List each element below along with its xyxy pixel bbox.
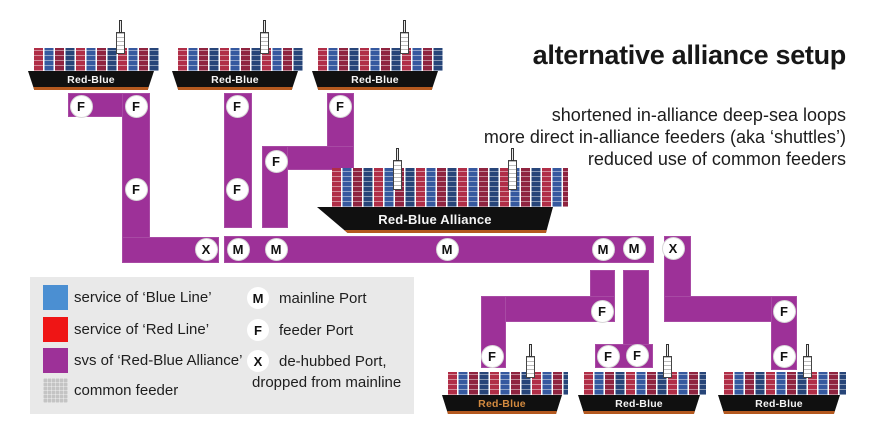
container-stack xyxy=(724,372,846,395)
dehubbed-port-marker-1: X xyxy=(194,237,218,261)
crane-icon xyxy=(392,148,402,190)
feeder-port-marker-7: F xyxy=(264,149,288,173)
legend-label-blue-line: service of ‘Blue Line’ xyxy=(74,289,212,306)
container-stack xyxy=(332,168,568,207)
feeder-port-marker-12: F xyxy=(772,299,796,323)
feeder-port-marker-10: F xyxy=(596,344,620,368)
ship-hull: Red-Blue xyxy=(718,395,840,414)
feeder-port-marker-3: F xyxy=(124,177,148,201)
ship-hull: Red-Blue xyxy=(28,71,154,90)
container-stack xyxy=(34,48,160,71)
ship-bottom-1: Red-Blue xyxy=(442,344,568,414)
legend-label-red-line: service of ‘Red Line’ xyxy=(74,321,210,338)
ship-label: Red-Blue xyxy=(615,397,663,410)
legend-feeder-port-icon: F xyxy=(247,319,269,341)
feeder-port-marker-9: F xyxy=(480,344,504,368)
legend-label-dehubbed-port: de-hubbed Port, xyxy=(279,353,387,370)
crane-icon xyxy=(260,20,270,54)
mainline-port-marker-3: M xyxy=(435,237,459,261)
ship-bottom-3: Red-Blue xyxy=(718,344,846,414)
legend-swatch-red-line xyxy=(43,317,68,342)
legend-swatch-common-feeder xyxy=(43,378,68,403)
feeder-port-marker-1: F xyxy=(69,94,93,118)
legend-swatch-alliance xyxy=(43,348,68,373)
feeder-port-marker-11: F xyxy=(625,343,649,367)
feeder-port-marker-2: F xyxy=(124,94,148,118)
crane-icon xyxy=(400,20,410,54)
mainline-port-marker-1: M xyxy=(226,237,250,261)
ship-label: Red-Blue xyxy=(351,73,399,86)
crane-icon xyxy=(526,344,535,378)
ship-label: Red-Blue xyxy=(67,73,115,86)
legend-label-common-feeder: common feeder xyxy=(74,382,179,399)
ship-top-2: Red-Blue xyxy=(172,20,304,90)
legend-dehubbed-port-icon: X xyxy=(247,350,269,372)
ship-bottom-2: Red-Blue xyxy=(578,344,706,414)
feeder-port-marker-8: F xyxy=(590,299,614,323)
ship-top-3: Red-Blue xyxy=(312,20,444,90)
legend-label-mainline-port: mainline Port xyxy=(279,290,367,307)
container-stack xyxy=(584,372,706,395)
container-stack xyxy=(318,48,444,71)
subtitle-line-3: reduced use of common feeders xyxy=(587,149,846,169)
subtitle-line-1: shortened in-alliance deep-sea loops xyxy=(551,105,846,125)
ship-top-1: Red-Blue xyxy=(28,20,160,90)
page-title: alternative alliance setup xyxy=(532,40,847,70)
legend-label-alliance: svs of ‘Red-Blue Alliance’ xyxy=(74,352,243,369)
ship-hull: Red-Blue xyxy=(578,395,700,414)
crane-icon xyxy=(803,344,813,378)
legend-label-feeder-port: feeder Port xyxy=(279,322,354,339)
subtitle-block: shortened in-alliance deep-sea loops mor… xyxy=(484,104,846,170)
feeder-port-marker-5: F xyxy=(225,177,249,201)
legend-panel: service of ‘Blue Line’ service of ‘Red L… xyxy=(30,277,414,414)
feeder-port-marker-6: F xyxy=(328,94,352,118)
subtitle-line-2: more direct in-alliance feeders (aka ‘sh… xyxy=(483,127,846,147)
ship-alliance: Red-Blue Alliance xyxy=(317,148,568,233)
container-stack xyxy=(178,48,304,71)
dehubbed-port-marker-2: X xyxy=(661,236,685,260)
container-stack xyxy=(448,372,568,395)
feeder-port-marker-13: F xyxy=(772,344,796,368)
ship-label: Red-Blue Alliance xyxy=(378,211,492,227)
ship-label: Red-Blue xyxy=(211,73,259,86)
legend-swatch-blue-line xyxy=(43,285,68,310)
ship-hull: Red-Blue xyxy=(312,71,438,90)
legend-note-dropped-from-mainline: dropped from mainline xyxy=(252,374,402,391)
ship-hull: Red-Blue xyxy=(172,71,298,90)
ship-hull: Red-Blue Alliance xyxy=(317,207,553,233)
feeder-port-marker-4: F xyxy=(225,94,249,118)
legend-mainline-port-icon: M xyxy=(247,287,269,309)
mainline-port-marker-5: M xyxy=(622,236,646,260)
crane-icon xyxy=(116,20,126,54)
ship-hull: Red-Blue xyxy=(442,395,562,414)
ship-label: Red-Blue xyxy=(755,397,803,410)
mainline-port-marker-4: M xyxy=(591,237,615,261)
ship-label: Red-Blue xyxy=(478,397,526,410)
crane-icon xyxy=(663,344,673,378)
crane-icon xyxy=(508,148,518,190)
mainline-port-marker-2: M xyxy=(264,237,288,261)
